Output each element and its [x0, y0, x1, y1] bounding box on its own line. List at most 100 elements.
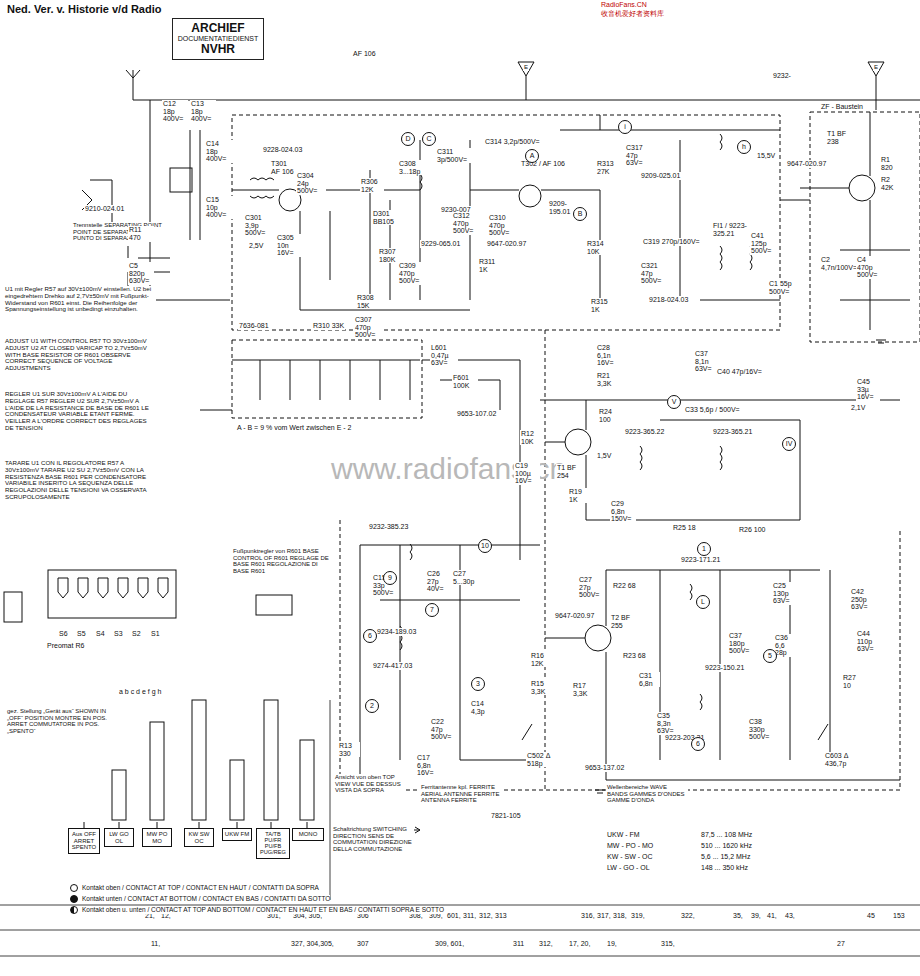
label-text: 9653-137.02 — [584, 764, 625, 772]
label-text: 9647-020.97 — [786, 160, 827, 168]
band-button: TA/TB PU/FR PU/FB PUG/REG — [256, 828, 290, 859]
label-text: C308 3...18p — [398, 160, 424, 175]
contact-symbol — [70, 895, 78, 903]
coil-symbol — [400, 544, 702, 710]
label-text: C307 470p 500V= — [354, 316, 384, 339]
band-button: KW SW OC — [184, 828, 214, 847]
callout-number: IV — [786, 440, 793, 448]
callout-circle: 6 — [691, 737, 705, 751]
label-text: S4 — [95, 630, 106, 638]
callout-number: A — [530, 152, 535, 160]
antenna-symbol — [126, 70, 140, 100]
label-text: 311, — [462, 912, 477, 920]
label-text: T1 BF 254 — [556, 464, 580, 479]
label-text: C15 10p 400V= — [205, 196, 233, 219]
label-text: S1 — [150, 630, 161, 638]
band-button: UKW FM — [222, 828, 252, 841]
label-text: R25 18 — [672, 524, 697, 532]
legend-text: Kontakt oben / CONTACT AT TOP / CONTACT … — [82, 884, 319, 891]
callout-circle: D — [401, 132, 415, 146]
label-text: 315, — [660, 940, 676, 948]
rf-wire — [232, 140, 600, 300]
switch-stack — [192, 700, 206, 820]
coil-symbol — [720, 246, 752, 270]
legend-text: Kontakt oben u. unten / CONTACT AT TOP A… — [82, 906, 444, 913]
label-text: C35 8,3n 63V= — [656, 712, 680, 735]
label-text: AF 106 — [352, 50, 377, 58]
label-text: 9223-150.21 — [704, 664, 745, 672]
label-text: gez. Stellung „Gerät aus“ SHOWN IN „OFF“… — [6, 708, 118, 734]
callout-circle: 10 — [478, 539, 492, 553]
node-text: MONO — [294, 831, 322, 838]
band-button: MW PO MO — [142, 828, 172, 847]
label-text: 11, — [150, 940, 161, 948]
label-text: C27 27p 500V= — [578, 576, 604, 599]
switch-stack — [300, 740, 314, 820]
label-text: REGLER U1 SUR 30V±100mV A L'AIDE DU REGL… — [4, 391, 156, 432]
callout-number: 7 — [430, 606, 434, 614]
callout-circle: V — [667, 395, 681, 409]
band-button: Aus OFF ARRET SPENTO — [68, 828, 100, 854]
label-text: C14 18p 400V= — [205, 140, 233, 163]
callout-number: 1 — [702, 545, 706, 553]
label-text: 9223-365.22 — [624, 428, 665, 436]
label-text: 9228-024.03 — [262, 146, 303, 154]
node-text: NVHR — [176, 43, 260, 56]
legend-row: Kontakt unten / CONTACT AT BOTTOM / CONT… — [70, 895, 330, 903]
oscillator-wire — [545, 570, 900, 780]
label-text: R1 820 — [880, 156, 902, 171]
label-text: 9223-171.21 — [680, 556, 721, 564]
fm-switch — [4, 592, 22, 622]
label-text: 43, — [784, 912, 796, 920]
label-text: T2 BF 255 — [610, 614, 634, 629]
label-text: 87,5 ... 108 MHz — [700, 831, 753, 839]
band-button: MONO — [292, 828, 324, 841]
node-text: LW GO OL — [106, 831, 132, 844]
label-text: ZF - Baustein — [820, 103, 864, 111]
callout-circle: B — [573, 207, 587, 221]
trimmer-symbol — [256, 595, 292, 615]
callout-number: V — [672, 398, 677, 406]
label-text: R315 1K — [590, 298, 614, 313]
label-text: C44 110p 63V= — [856, 630, 880, 653]
oscillator-outline — [340, 330, 900, 790]
label-text: 9647-020.97 — [554, 612, 595, 620]
label-text: 2,5V — [248, 242, 264, 250]
label-text: 317, — [596, 912, 612, 920]
label-text: 2,1V — [850, 404, 866, 412]
label-text: R12 10K — [520, 430, 542, 445]
label-text: C5 820p 630V= — [128, 262, 154, 285]
label-text: 1,5V — [596, 452, 612, 460]
callout-circle: A — [525, 149, 539, 163]
label-text: R22 68 — [612, 582, 637, 590]
label-text: E — [523, 64, 529, 71]
transistor-symbol — [565, 429, 591, 455]
label-text: S6 — [58, 630, 69, 638]
label-text: MW - PO - MO — [606, 842, 654, 850]
label-text: 9234-189.03 — [376, 628, 417, 636]
label-text: Preomat R6 — [46, 642, 85, 650]
label-text: LW - GO - OL — [606, 864, 651, 872]
callout-circle: h — [737, 140, 751, 154]
label-text: 312, — [478, 912, 494, 920]
label-text: 313 — [494, 912, 508, 920]
label-text: C1 55p 500V= — [768, 280, 794, 295]
callout-circle: IV — [782, 437, 796, 451]
label-text: 322, — [680, 912, 696, 920]
label-text: C19 100µ 16V= — [514, 462, 540, 485]
label-text: C33 5,6p / 500V= — [684, 406, 741, 414]
label-text: 9210-024.01 — [84, 205, 125, 213]
archive-stamp: ARCHIEFDOCUMENTATIEDIENSTNVHR — [172, 18, 264, 60]
table-rule — [0, 700, 920, 956]
label-text: 17, 20, — [568, 940, 591, 948]
label-text: C305 10n 16V= — [276, 234, 304, 257]
label-text: R19 1K — [568, 488, 590, 503]
label-text: C45 33µ 16V= — [856, 378, 880, 401]
label-text: R24 100 — [598, 408, 622, 423]
legend-text: Kontakt unten / CONTACT AT BOTTOM / CONT… — [82, 895, 330, 902]
label-text: C31 6,8n — [638, 672, 660, 687]
callout-circle: i — [618, 120, 632, 134]
label-text: 9229-065.01 — [420, 240, 461, 248]
node-text: KW SW OC — [186, 831, 212, 844]
label-text: T301 — [270, 160, 288, 168]
